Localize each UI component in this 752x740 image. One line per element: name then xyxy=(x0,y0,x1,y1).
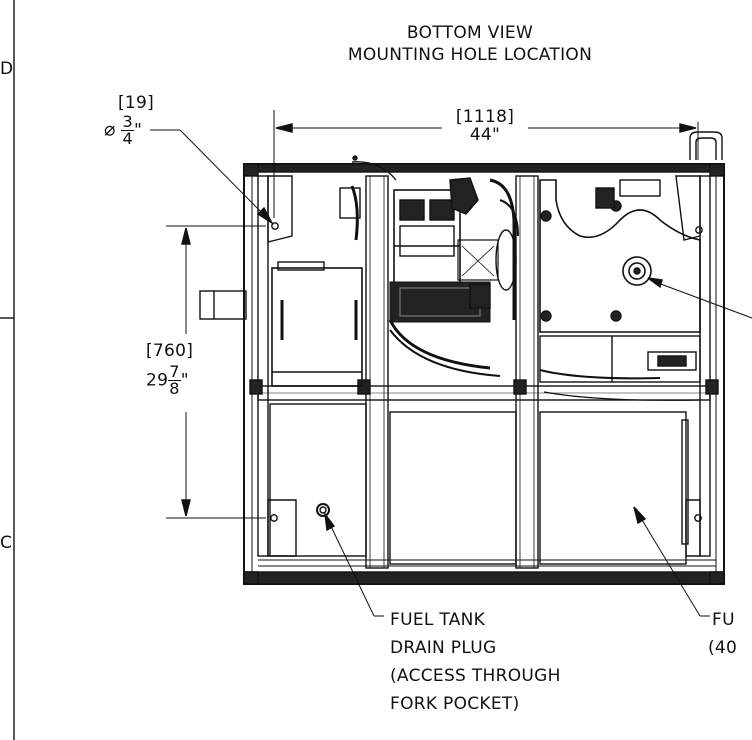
hole-fraction-num: 3 xyxy=(121,112,134,131)
width-dimension xyxy=(273,110,699,218)
hole-unit: " xyxy=(133,120,143,141)
height-metric: [760] xyxy=(146,341,194,361)
alternator-leader xyxy=(647,277,752,319)
hole-metric: [19] xyxy=(118,93,155,113)
drain-callout-line1: FUEL TANK xyxy=(390,610,486,630)
side-exhaust-stub xyxy=(199,290,247,320)
hole-fraction-den: 4 xyxy=(122,129,133,148)
fuel-tank-panel xyxy=(269,403,689,565)
fuel-tank-callout-line1: FU xyxy=(712,610,735,630)
drain-plug xyxy=(316,503,330,517)
fuel-tank-callout: FU (40 xyxy=(708,606,752,662)
diameter-icon: ⌀ xyxy=(104,118,116,141)
drain-callout-line2: DRAIN PLUG xyxy=(390,638,497,658)
alternator-assembly xyxy=(539,179,701,401)
view-title-line1: BOTTOM VIEW xyxy=(406,23,534,43)
control-box xyxy=(271,261,363,387)
view-title: BOTTOM VIEW MOUNTING HOLE LOCATION xyxy=(300,22,640,66)
left-rail xyxy=(257,175,297,557)
width-imperial: 44" xyxy=(469,125,501,145)
height-fraction-den: 8 xyxy=(169,379,180,398)
width-metric: [1118] xyxy=(455,107,515,127)
zone-letter-upper: D xyxy=(0,59,14,79)
height-unit: " xyxy=(180,370,189,391)
height-dimension xyxy=(166,225,266,519)
drain-callout-line3: (ACCESS THROUGH xyxy=(390,666,561,686)
hole-leader xyxy=(150,129,274,226)
mounting-hole-bottom-right xyxy=(694,514,702,522)
unit-frame xyxy=(243,163,725,585)
width-dimension-label: [1118] 44" xyxy=(442,106,528,146)
engine-assembly xyxy=(339,155,519,377)
height-whole: 29 xyxy=(146,370,169,391)
fork-pocket-left xyxy=(365,175,389,569)
drain-leader xyxy=(323,511,384,617)
mounting-hole-top-left xyxy=(271,222,279,230)
view-title-line2: MOUNTING HOLE LOCATION xyxy=(347,45,593,65)
fork-pocket-right xyxy=(515,175,539,569)
mounting-hole-top-right xyxy=(695,226,703,234)
fuel-tank-leader xyxy=(633,506,710,617)
fuel-tank-callout-line2: (40 xyxy=(708,638,738,658)
zone-letter-lower: C xyxy=(0,533,13,553)
drain-plug-callout: FUEL TANK DRAIN PLUG (ACCESS THROUGH FOR… xyxy=(390,606,561,718)
drain-callout-line4: FORK POCKET) xyxy=(390,694,520,714)
height-fraction-num: 7 xyxy=(168,362,181,381)
lift-handle xyxy=(689,131,723,160)
cross-member xyxy=(249,379,719,401)
mounting-hole-bottom-left xyxy=(270,514,278,522)
